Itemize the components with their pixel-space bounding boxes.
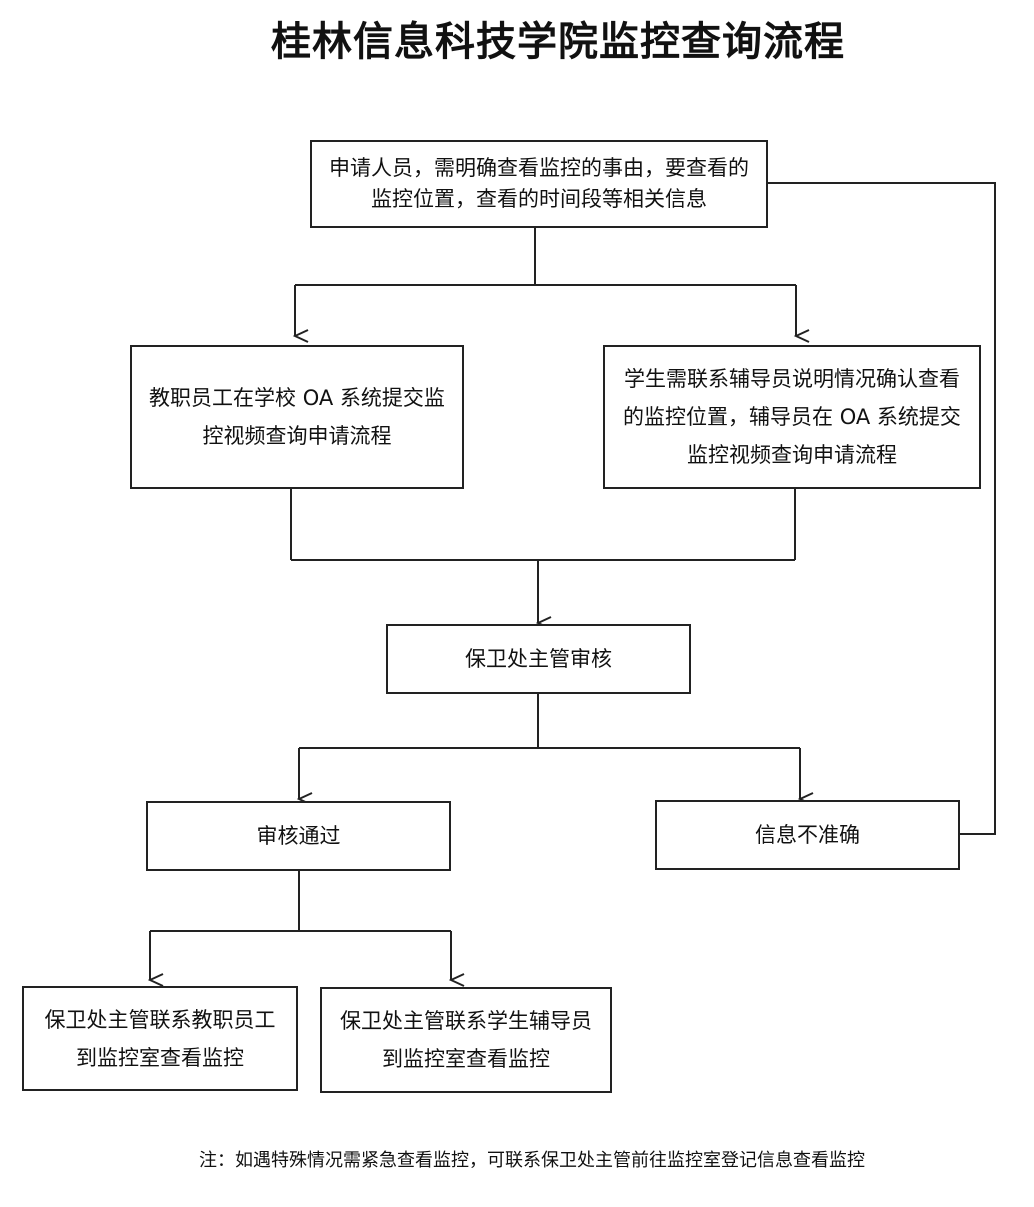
feedback-loop-line xyxy=(768,183,996,835)
node-approved-text: 审核通过 xyxy=(256,824,341,848)
footnote: 注：如遇特殊情况需紧急查看监控，可联系保卫处主管前往监控室登记信息查看监控 xyxy=(199,1150,865,1171)
node-contact-staff-text: 保卫处主管联系教职员工到监控室查看监控 xyxy=(44,1007,276,1070)
node-contact-staff: 保卫处主管联系教职员工到监控室查看监控 xyxy=(22,986,298,1091)
node-review: 保卫处主管审核 xyxy=(386,624,691,694)
node-inaccurate: 信息不准确 xyxy=(655,800,960,870)
node-staff-submit-text: 教职员工在学校 OA 系统提交监控视频查询申请流程 xyxy=(149,386,445,448)
node-apply-text: 申请人员，需明确查看监控的事由，要查看的监控位置，查看的时间段等相关信息 xyxy=(329,156,749,211)
node-staff-submit: 教职员工在学校 OA 系统提交监控视频查询申请流程 xyxy=(130,345,464,489)
node-contact-student: 保卫处主管联系学生辅导员到监控室查看监控 xyxy=(320,987,612,1093)
page-title: 桂林信息科技学院监控查询流程 xyxy=(271,19,845,65)
node-review-text: 保卫处主管审核 xyxy=(465,647,612,671)
node-apply: 申请人员，需明确查看监控的事由，要查看的监控位置，查看的时间段等相关信息 xyxy=(310,140,768,228)
node-contact-student-text: 保卫处主管联系学生辅导员到监控室查看监控 xyxy=(340,1009,592,1071)
node-student-submit-text: 学生需联系辅导员说明情况确认查看的监控位置，辅导员在 OA 系统提交监控视频查询… xyxy=(623,367,961,467)
node-inaccurate-text: 信息不准确 xyxy=(755,823,860,847)
node-approved: 审核通过 xyxy=(146,801,451,871)
node-student-submit: 学生需联系辅导员说明情况确认查看的监控位置，辅导员在 OA 系统提交监控视频查询… xyxy=(603,345,981,489)
